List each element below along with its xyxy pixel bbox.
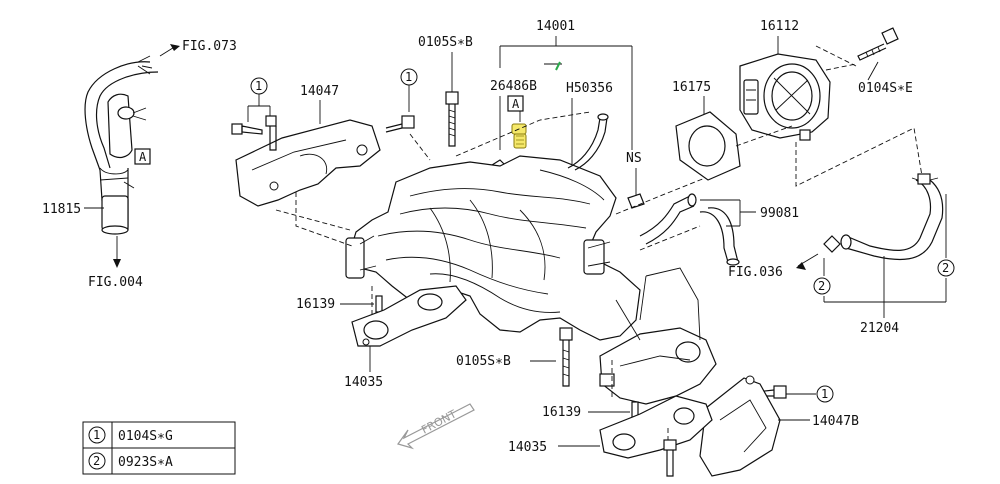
highlighted-part-26486b[interactable]: [511, 123, 527, 149]
label-0105s-b-top[interactable]: 0105S∗B: [418, 35, 473, 50]
label-14035-bottom[interactable]: 14035: [508, 440, 547, 455]
bolt-0105s-b-top[interactable]: [385, 91, 459, 147]
gasket-14035-left[interactable]: [351, 285, 467, 347]
pin-16139-top[interactable]: [375, 295, 383, 313]
sensor-ns[interactable]: [627, 193, 645, 209]
label-c2-left: 2: [818, 279, 825, 293]
legend-symbol-1: [88, 426, 106, 444]
bolt-0104s-e[interactable]: [857, 27, 899, 61]
label-16112[interactable]: 16112: [760, 19, 799, 34]
front-arrow: FRONT: [397, 403, 475, 450]
gasket-14035-bottom[interactable]: [599, 395, 713, 459]
gasket-16175[interactable]: [675, 111, 741, 181]
hose-assembly-11815[interactable]: [84, 55, 159, 235]
bracket-14047b[interactable]: [699, 375, 781, 477]
manifold-lower-body[interactable]: [599, 267, 717, 405]
label-99081[interactable]: 99081: [760, 206, 799, 221]
callout-1-bottom: [816, 385, 834, 403]
legend-part-2: 0923S∗A: [118, 455, 173, 470]
bracket-14047[interactable]: [235, 119, 381, 207]
bolt-0105s-b-bottom[interactable]: [559, 327, 573, 387]
label-14001[interactable]: 14001: [536, 19, 575, 34]
label-16139-top[interactable]: 16139: [296, 297, 335, 312]
legend-symbol-2: [88, 452, 106, 470]
label-21204[interactable]: 21204: [860, 321, 899, 336]
label-fig036[interactable]: FIG.036: [728, 265, 783, 280]
legend-symbol-2-text: 2: [93, 454, 100, 468]
marker-green: [555, 61, 561, 71]
label-14047[interactable]: 14047: [300, 84, 339, 99]
label-a-left: A: [139, 150, 147, 164]
label-fig004[interactable]: FIG.004: [88, 275, 143, 290]
legend-symbol-1-text: 1: [93, 428, 100, 442]
label-fig073[interactable]: FIG.073: [182, 39, 237, 54]
reference-box-a: [134, 148, 151, 165]
label-ns[interactable]: NS: [626, 151, 642, 166]
label-front: FRONT: [419, 407, 459, 436]
hoses-99081[interactable]: [639, 193, 740, 266]
callout-2-right: [937, 259, 955, 277]
label-16175[interactable]: 16175: [672, 80, 711, 95]
label-a-mid: A: [512, 97, 520, 111]
bolt-pair-left[interactable]: [231, 115, 277, 151]
label-0105s-b-bottom[interactable]: 0105S∗B: [456, 354, 511, 369]
label-14035-left[interactable]: 14035: [344, 375, 383, 390]
legend-table: 1 0104S∗G 2 0923S∗A: [82, 421, 236, 475]
label-h50356[interactable]: H50356: [566, 81, 613, 96]
label-c1-bottom: 1: [821, 387, 828, 401]
reference-box-a-mid: [507, 95, 524, 112]
label-14047b[interactable]: 14047B: [812, 414, 859, 429]
label-11815[interactable]: 11815: [42, 202, 81, 217]
bolt-bottom[interactable]: [663, 439, 677, 477]
label-c2-right: 2: [942, 261, 949, 275]
label-c1-mid: 1: [405, 70, 412, 84]
throttle-body-16112[interactable]: [739, 53, 831, 141]
callout-2-left: [813, 277, 831, 295]
hose-h50356[interactable]: [567, 117, 601, 169]
label-0104s-e[interactable]: 0104S∗E: [858, 81, 913, 96]
hose-21204[interactable]: [823, 173, 944, 261]
legend-part-1: 0104S∗G: [118, 429, 173, 444]
label-16139-bottom[interactable]: 16139: [542, 405, 581, 420]
label-26486b[interactable]: 26486B: [490, 79, 537, 94]
label-c1-left: 1: [255, 79, 262, 93]
